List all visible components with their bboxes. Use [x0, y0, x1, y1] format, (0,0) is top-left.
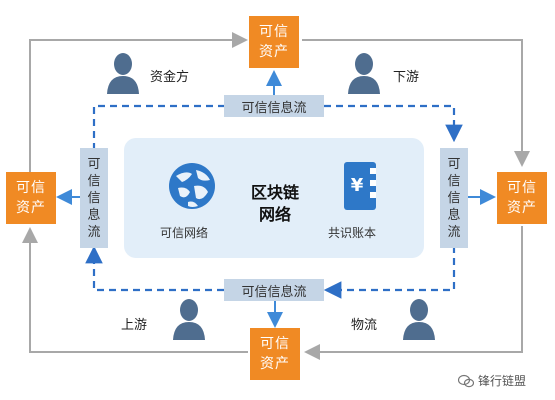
- info-flow-right: 可信信息流: [440, 148, 468, 248]
- outer-loop: [22, 32, 530, 360]
- upstream-person-icon: [173, 299, 205, 340]
- wechat-icon: [458, 374, 474, 387]
- trusted-asset-left: 可信资产: [6, 172, 56, 224]
- funder-label: 资金方: [150, 70, 190, 85]
- upstream-label: 上游: [121, 318, 148, 333]
- info-flow-bottom: 可信信息流: [224, 279, 324, 301]
- globe-network-icon: [169, 163, 215, 209]
- dashed-loop: [85, 104, 463, 299]
- watermark-text: 锋行链盟: [478, 374, 527, 388]
- watermark: 锋行链盟: [458, 372, 526, 389]
- downstream-label: 下游: [393, 70, 420, 85]
- trusted-network-caption: 可信网络: [160, 226, 209, 240]
- blue-arrows: [56, 70, 496, 328]
- info-flow-left: 可信信息流: [80, 148, 108, 248]
- info-flow-top: 可信信息流: [224, 95, 324, 117]
- trusted-asset-bottom: 可信资产: [250, 328, 300, 380]
- trusted-asset-right: 可信资产: [497, 172, 547, 224]
- trusted-asset-top: 可信资产: [249, 16, 299, 68]
- consensus-ledger-caption: 共识账本: [328, 226, 377, 240]
- ledger-book-icon: ¥: [344, 162, 376, 210]
- downstream-person-icon: [348, 53, 380, 94]
- ledger-symbol: ¥: [351, 175, 364, 196]
- logistics-person-icon: [403, 299, 435, 340]
- funder-person-icon: [107, 53, 139, 94]
- logistics-label: 物流: [351, 318, 378, 333]
- blockchain-network-title: 区块链 网络: [250, 183, 299, 224]
